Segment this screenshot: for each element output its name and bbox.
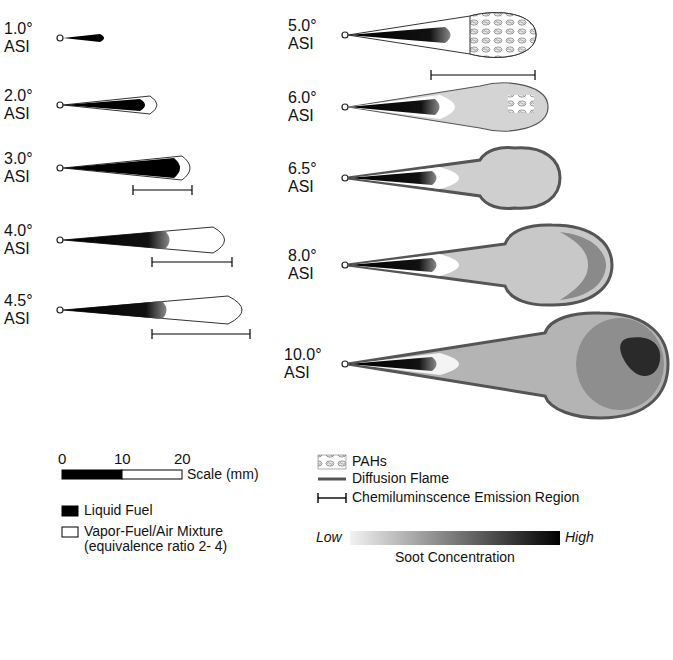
scale-unit: Scale (mm) xyxy=(187,467,287,482)
time-label: 6.0° ASI xyxy=(288,89,332,124)
time-label: 6.5° ASI xyxy=(288,160,332,195)
legend-text: Diffusion Flame xyxy=(352,471,512,486)
legend-text: Liquid Fuel xyxy=(84,503,204,518)
scale-end: Low xyxy=(316,530,350,545)
scale-number: 10 xyxy=(114,451,138,468)
time-label: 4.5° ASI xyxy=(4,292,48,327)
legend-text: Chemiluminscence Emission Region xyxy=(352,490,652,505)
scale-end: High xyxy=(565,530,605,545)
time-label: 10.0° ASI xyxy=(284,346,336,381)
time-label: 5.0° ASI xyxy=(288,17,332,52)
legend-text: Vapor-Fuel/Air Mixture (equivalence rati… xyxy=(84,524,274,555)
legend-text: Soot Concentration xyxy=(395,550,595,565)
time-label: 3.0° ASI xyxy=(4,150,48,185)
time-label: 4.0° ASI xyxy=(4,222,48,257)
legend-text: PAHs xyxy=(352,454,472,469)
scale-number: 20 xyxy=(174,451,198,468)
time-label: 1.0° ASI xyxy=(4,20,48,55)
time-label: 8.0° ASI xyxy=(288,247,332,282)
legend-swatch xyxy=(62,527,78,537)
scale-number: 0 xyxy=(58,451,78,468)
legend-swatch xyxy=(62,506,78,516)
time-label: 2.0° ASI xyxy=(4,87,48,122)
